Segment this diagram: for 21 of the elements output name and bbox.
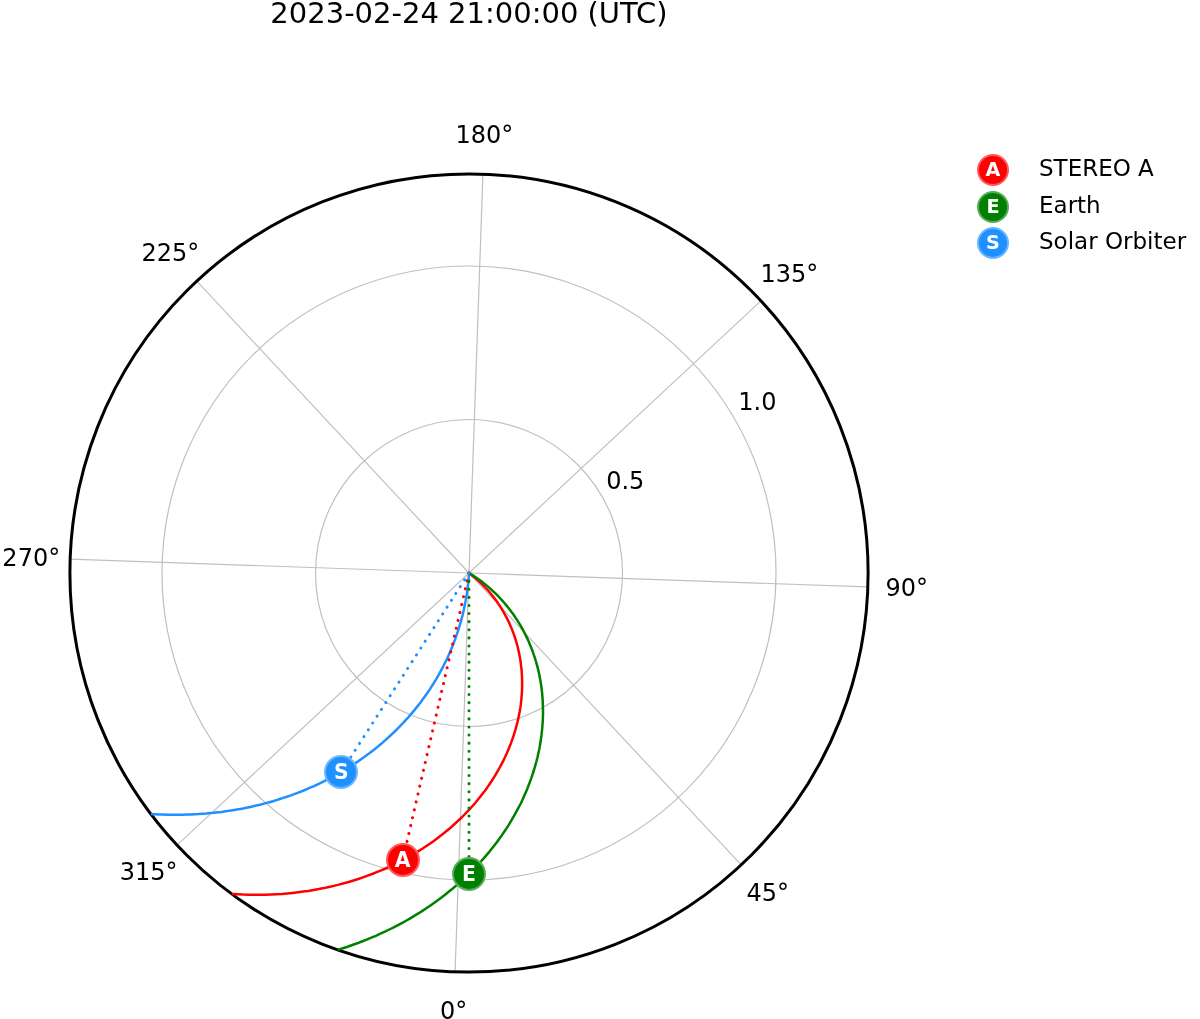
angle-tick-label: 315° <box>119 857 178 886</box>
angle-tick-label: 45° <box>746 879 789 908</box>
angle-tick-label: 0° <box>440 996 468 1019</box>
spacecraft-marker: S <box>977 227 1009 259</box>
chart-title: 2023-02-24 21:00:00 (UTC) <box>270 0 668 30</box>
spacecraft-marker: E <box>977 191 1009 223</box>
name-label: Solar Orbiter <box>1039 228 1187 254</box>
spacecraft-marker: E <box>452 856 486 891</box>
spacecraft-marker: A <box>385 843 420 878</box>
angle-tick-label: 135° <box>760 260 819 289</box>
radius-tick-label: 0.5 <box>606 466 645 495</box>
radius-tick-label: 1.0 <box>738 388 777 417</box>
name-label: STEREO A <box>1039 155 1154 181</box>
angle-tick-label: 180° <box>455 121 514 150</box>
dotted-line <box>348 571 471 760</box>
angle-tick-label: 225° <box>141 238 200 267</box>
spacecraft-marker: S <box>324 754 359 789</box>
spacecraft-marker: A <box>977 154 1009 186</box>
angle-tick-label: 270° <box>2 543 61 572</box>
name-label: Earth <box>1039 192 1101 218</box>
angle-tick-label: 90° <box>885 574 928 603</box>
